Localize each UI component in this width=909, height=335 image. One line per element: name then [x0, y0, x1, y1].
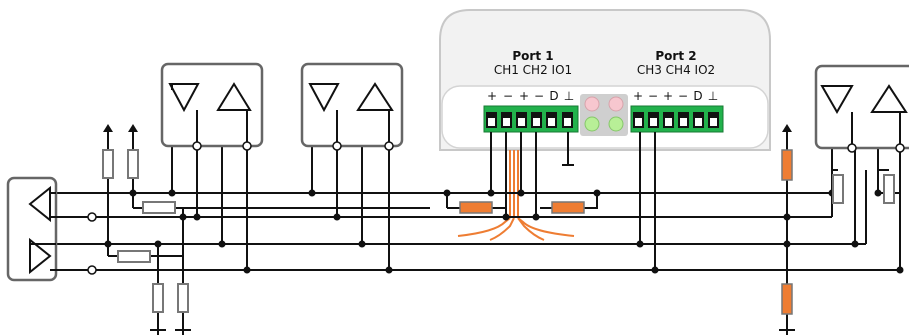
resistor-icon — [117, 250, 151, 263]
port1-pin-label: D — [549, 89, 558, 103]
resistor-icon — [781, 283, 793, 315]
resistor-icon — [781, 149, 793, 181]
port2-pin-label: D — [693, 89, 702, 103]
port2-pin-label: ⊥ — [708, 89, 718, 103]
port2-pin-label: + — [633, 89, 643, 103]
junction-dots — [104, 189, 904, 274]
port2-title: Port 2 — [655, 49, 696, 63]
transceiver-icon — [160, 62, 264, 151]
led-icon — [608, 116, 624, 132]
transceiver-icon — [814, 64, 909, 153]
port2-pin-label: + — [663, 89, 673, 103]
transceiver-icon — [6, 176, 97, 282]
arrow-up-icon — [103, 124, 113, 132]
led-icon — [584, 116, 600, 132]
resistor-icon — [127, 149, 139, 179]
port2-terminal-block-icon — [630, 105, 724, 133]
device: Port 1 CH1 CH2 IO1 Port 2 CH3 CH4 IO2 + … — [439, 9, 771, 151]
port1-channels: CH1 CH2 IO1 — [494, 63, 572, 77]
arrow-up-icon — [782, 124, 792, 132]
port1-pin-label: + — [519, 89, 529, 103]
port1-title: Port 1 — [512, 49, 553, 63]
port1-pin-label: ⊥ — [564, 89, 574, 103]
led-icon — [608, 96, 624, 112]
port2-channels: CH3 CH4 IO2 — [637, 63, 715, 77]
resistor-icon — [177, 283, 189, 313]
transceiver-icon — [300, 62, 404, 151]
cable-bundle — [457, 150, 575, 241]
resistor-icon — [102, 149, 114, 179]
resistor-icon — [142, 201, 176, 214]
resistor-icon — [883, 174, 895, 204]
resistor-icon — [459, 201, 493, 214]
port1-pin-label: − — [503, 89, 513, 103]
resistor-icon — [832, 174, 844, 204]
port2-pin-label: − — [648, 89, 658, 103]
resistor-icon — [152, 283, 164, 313]
port1-pin-label: + — [487, 89, 497, 103]
port2-pin-label: − — [678, 89, 688, 103]
arrow-up-icon — [128, 124, 138, 132]
led-icon — [584, 96, 600, 112]
port1-pin-label: − — [534, 89, 544, 103]
port1-terminal-block-icon — [483, 105, 579, 133]
resistor-icon — [551, 201, 585, 214]
